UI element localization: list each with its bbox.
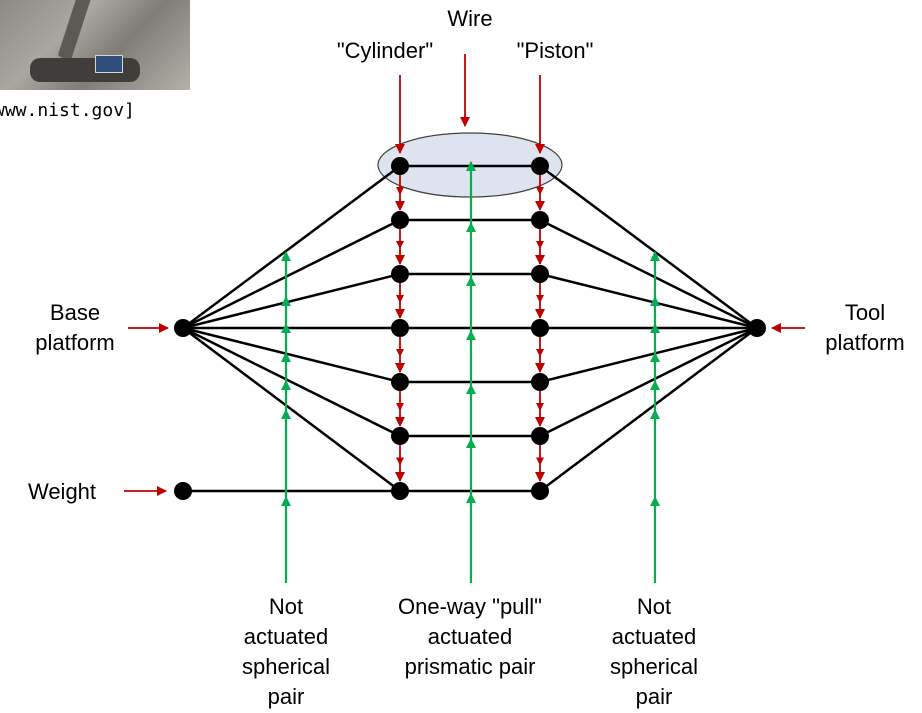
cylinder-node-1 [391,157,409,175]
middle-green-arrowhead-5 [466,438,476,448]
right-green-arrowhead-1 [650,296,660,306]
right-green-arrowhead-3 [650,352,660,362]
middle-green-arrowhead-2 [466,276,476,286]
middle-pair-line-1: One-way "pull" [397,594,542,619]
left-pair-label: Not actuated spherical pair [216,592,356,712]
left-pair-line-4: pair [267,684,305,709]
right-pair-line-2: actuated [611,624,697,649]
left-green-arrowhead-2 [281,323,291,333]
cylinder-node-2 [391,211,409,229]
cylinder-node-5 [391,373,409,391]
photo-caption: www.nist.gov] [0,100,135,121]
base-link-6 [182,326,401,438]
cylinder-mid-arrowhead-6 [396,457,404,466]
base-platform-label: Base platform [20,298,130,358]
piston-mid-arrowhead-3 [536,295,544,303]
right-green-arrowhead-2 [650,323,660,333]
tool-platform-label: Tool platform [810,298,920,358]
cylinder-mid-arrowhead-4 [396,349,404,357]
left-green-arrowhead-3 [281,352,291,362]
right-pair-line-1: Not [636,594,672,619]
base-link-5 [182,326,401,384]
arrows-group [124,54,805,583]
robot-photo [0,0,190,90]
piston-mid-arrowhead-5 [536,403,544,411]
middle-pair-label: One-way "pull" actuated prismatic pair [380,592,560,682]
left-green-arrowhead-4 [281,380,291,390]
tool-link-1 [539,164,758,330]
base-link-1 [182,164,401,330]
right-pair-label: Not actuated spherical pair [584,592,724,712]
tool-link-7 [539,327,758,492]
left-green-arrowhead-1 [281,296,291,306]
tool-platform-line-1: Tool [844,300,886,325]
cylinder-node-4 [391,319,409,337]
weight-label: Weight [27,479,97,504]
piston-node-2 [531,211,549,229]
piston-mid-arrowhead-2 [536,241,544,249]
middle-pair-line-3: prismatic pair [404,654,536,679]
piston-node-3 [531,265,549,283]
piston-node-6 [531,427,549,445]
left-pair-line-1: Not [268,594,304,619]
piston-node-1 [531,157,549,175]
right-pair-line-3: spherical [609,654,699,679]
piston-mid-arrowhead-4 [536,349,544,357]
right-pair-line-4: pair [635,684,673,709]
robot-panel [95,55,123,73]
weight-node [174,482,192,500]
tool-platform-line-2: platform [825,330,905,355]
cylinder-mid-arrowhead-5 [396,403,404,411]
right-green-arrowhead-6 [650,496,660,506]
middle-green-arrowhead-3 [466,330,476,340]
left-green-arrowhead-6 [281,496,291,506]
piston-node-7 [531,482,549,500]
left-pair-line-3: spherical [241,654,331,679]
right-green-arrowhead-5 [650,409,660,419]
base-link-7 [182,327,401,492]
base-platform-line-1: Base [49,300,101,325]
nodes-group [174,157,766,500]
left-pair-line-2: actuated [243,624,329,649]
wire-label: Wire [447,6,493,31]
piston-node-5 [531,373,549,391]
tool-link-2 [539,218,758,330]
middle-green-arrowhead-6 [466,493,476,503]
tool-link-5 [539,326,758,384]
piston-mid-arrowhead-6 [536,457,544,466]
left-green-arrowhead-5 [281,409,291,419]
base-link-3 [182,272,401,330]
links-group [182,164,758,493]
right-green-arrowhead-4 [650,380,660,390]
tool-platform-node [748,319,766,337]
base-platform-line-2: platform [35,330,115,355]
piston-node-4 [531,319,549,337]
middle-green-arrowhead-4 [466,384,476,394]
base-platform-node [174,319,192,337]
cylinder-mid-arrowhead-3 [396,295,404,303]
piston-label: "Piston" [516,38,594,63]
cylinder-node-7 [391,482,409,500]
tool-link-6 [539,326,758,438]
cylinder-mid-arrowhead-1 [396,187,404,195]
middle-pair-line-2: actuated [427,624,513,649]
cylinder-node-3 [391,265,409,283]
cylinder-node-6 [391,427,409,445]
cylinder-mid-arrowhead-2 [396,241,404,249]
cylinder-label: "Cylinder" [336,38,434,63]
piston-mid-arrowhead-1 [536,187,544,195]
tool-link-3 [539,272,758,330]
base-link-2 [182,218,401,330]
middle-green-arrowhead-1 [466,222,476,232]
